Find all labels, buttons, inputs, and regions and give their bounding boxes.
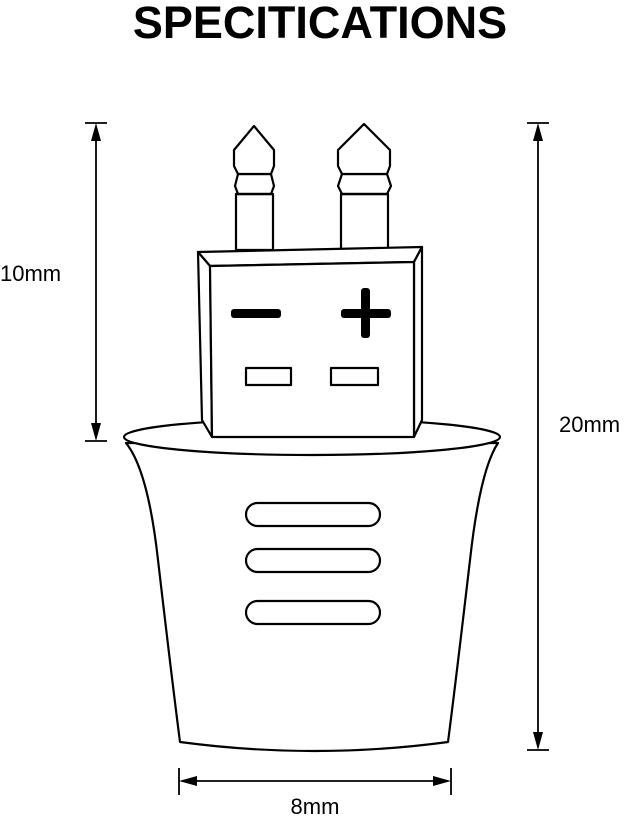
page-title: SPECITICATIONS	[132, 0, 508, 48]
arrow-up-icon	[533, 123, 543, 141]
total-height-label: 20mm	[559, 412, 620, 437]
pins-height-label: 10mm	[0, 261, 61, 286]
grip-slots	[244, 501, 382, 626]
arrow-down-icon	[91, 423, 101, 441]
minus-icon	[231, 309, 281, 318]
arrow-right-icon	[433, 776, 451, 786]
grip-slot	[244, 547, 382, 574]
adapter-body	[122, 417, 502, 753]
pin-left	[232, 124, 276, 252]
contact-slot	[244, 366, 293, 387]
grip-slot	[244, 599, 382, 626]
grip-slot	[244, 501, 382, 528]
dimension-8mm: 8mm	[178, 768, 452, 819]
polarity-symbols	[231, 288, 391, 338]
dimension-20mm: 20mm	[527, 122, 620, 751]
dimension-10mm: 10mm	[0, 122, 107, 442]
pin-right	[336, 122, 393, 252]
arrow-down-icon	[533, 732, 543, 750]
arrow-left-icon	[179, 776, 197, 786]
width-label: 8mm	[291, 794, 340, 819]
arrow-up-icon	[91, 123, 101, 141]
contact-slot	[329, 366, 380, 387]
head-slots	[244, 366, 380, 387]
plug-head	[196, 245, 424, 439]
